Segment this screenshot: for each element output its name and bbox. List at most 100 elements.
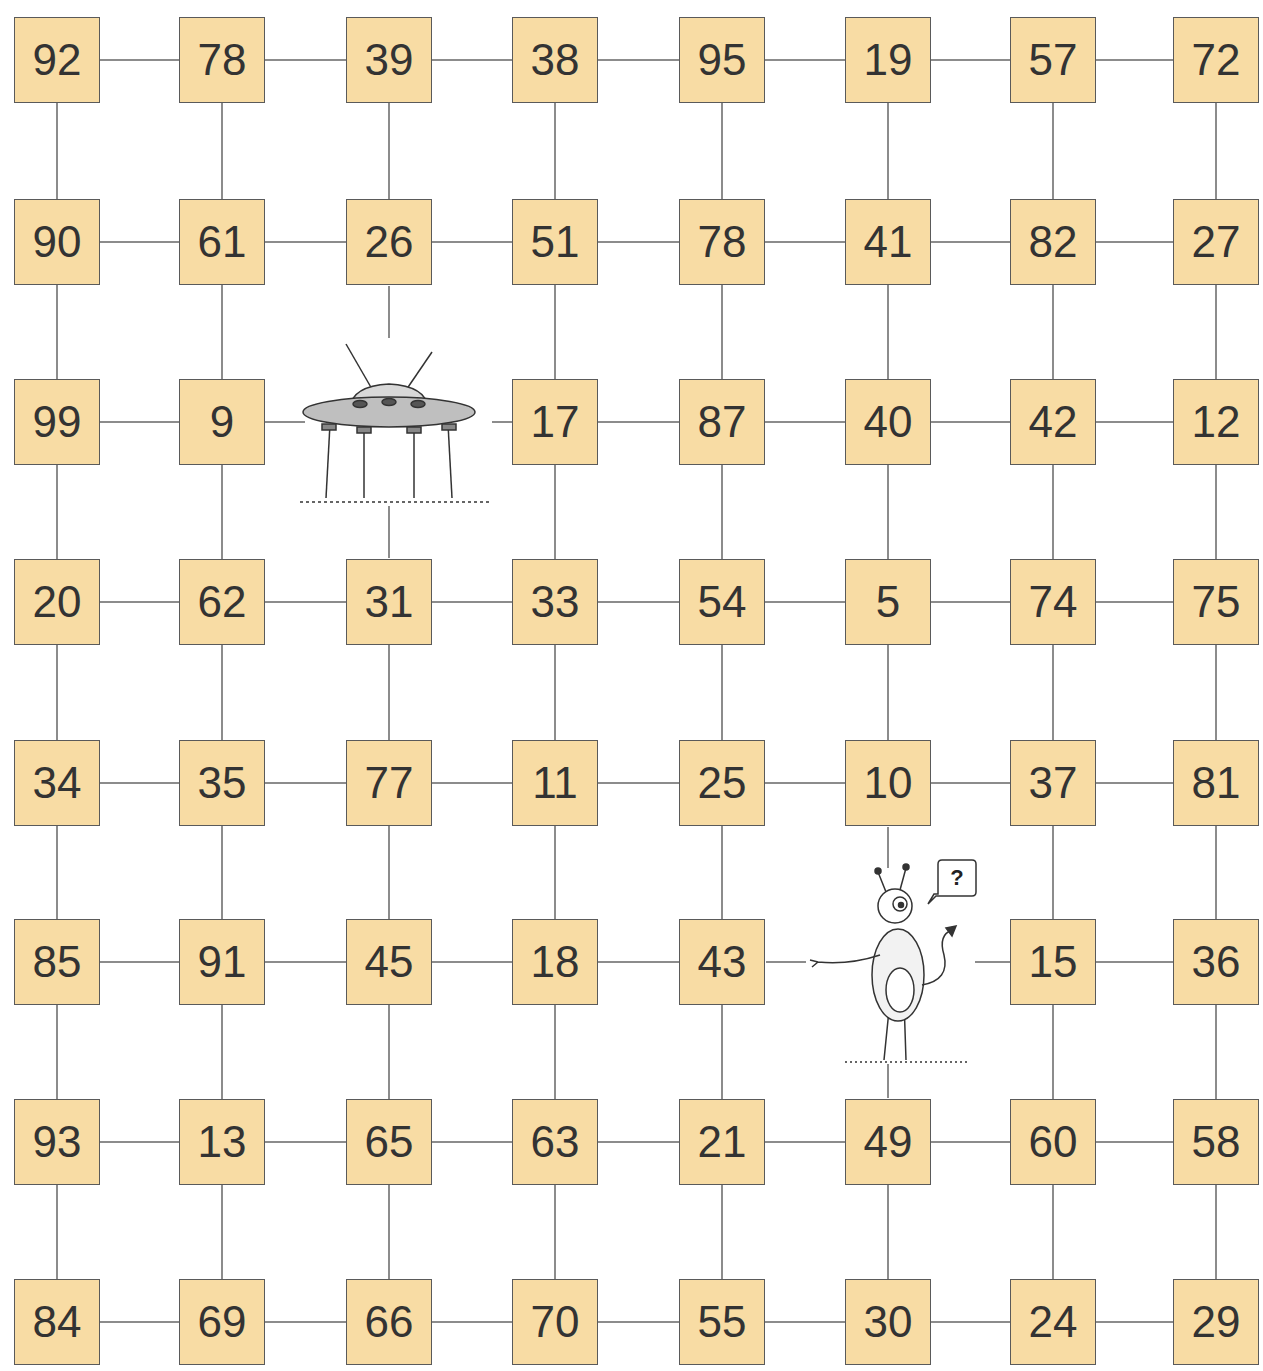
number-box: 87 xyxy=(679,379,765,465)
box-number: 19 xyxy=(864,36,913,84)
grid-line xyxy=(1096,59,1173,61)
number-box: 34 xyxy=(14,740,100,826)
grid-line xyxy=(100,241,179,243)
grid-line xyxy=(931,241,1010,243)
grid-line xyxy=(765,1141,845,1143)
grid-line xyxy=(56,826,58,919)
box-number: 74 xyxy=(1029,578,1078,626)
grid-line xyxy=(388,645,390,740)
box-number: 57 xyxy=(1029,36,1078,84)
box-number: 36 xyxy=(1192,938,1241,986)
grid-line xyxy=(1215,645,1217,740)
ufo-drawing xyxy=(300,344,492,502)
grid-line xyxy=(1052,465,1054,559)
grid-line xyxy=(721,285,723,379)
grid-line xyxy=(1215,1185,1217,1279)
number-box: 24 xyxy=(1010,1279,1096,1365)
grid-line xyxy=(388,1185,390,1279)
grid-line xyxy=(765,601,845,603)
number-box: 37 xyxy=(1010,740,1096,826)
grid-line xyxy=(1052,645,1054,740)
grid-line xyxy=(221,826,223,919)
box-number: 54 xyxy=(698,578,747,626)
number-box: 95 xyxy=(679,17,765,103)
grid-line xyxy=(887,645,889,740)
grid-line xyxy=(598,421,679,423)
grid-line xyxy=(1096,782,1173,784)
number-box: 78 xyxy=(679,199,765,285)
grid-line xyxy=(1096,961,1173,963)
grid-line xyxy=(221,103,223,199)
grid-line xyxy=(100,961,179,963)
grid-line xyxy=(554,1185,556,1279)
box-number: 24 xyxy=(1029,1298,1078,1346)
grid-line xyxy=(432,782,512,784)
number-box: 91 xyxy=(179,919,265,1005)
grid-line xyxy=(765,421,845,423)
box-number: 51 xyxy=(531,218,580,266)
grid-line xyxy=(1052,826,1054,919)
grid-line xyxy=(221,1005,223,1099)
grid-line xyxy=(1215,826,1217,919)
grid-line xyxy=(931,59,1010,61)
grid-line xyxy=(56,1185,58,1279)
box-number: 55 xyxy=(698,1298,747,1346)
box-number: 58 xyxy=(1192,1118,1241,1166)
grid-line xyxy=(931,421,1010,423)
grid-line xyxy=(887,103,889,199)
number-box: 19 xyxy=(845,17,931,103)
grid-line xyxy=(221,645,223,740)
box-number: 25 xyxy=(698,759,747,807)
grid-line xyxy=(765,59,845,61)
grid-line xyxy=(721,103,723,199)
number-box: 30 xyxy=(845,1279,931,1365)
number-box: 78 xyxy=(179,17,265,103)
grid-line xyxy=(765,241,845,243)
grid-line xyxy=(1215,465,1217,559)
grid-line xyxy=(765,782,845,784)
number-box: 45 xyxy=(346,919,432,1005)
box-number: 92 xyxy=(33,36,82,84)
grid-line xyxy=(388,826,390,919)
box-number: 35 xyxy=(198,759,247,807)
grid-line xyxy=(432,241,512,243)
box-number: 18 xyxy=(531,938,580,986)
number-box: 54 xyxy=(679,559,765,645)
number-box: 70 xyxy=(512,1279,598,1365)
grid-line xyxy=(265,601,346,603)
number-box: 5 xyxy=(845,559,931,645)
box-number: 12 xyxy=(1192,398,1241,446)
number-box: 20 xyxy=(14,559,100,645)
grid-line xyxy=(887,285,889,379)
box-number: 84 xyxy=(33,1298,82,1346)
box-number: 34 xyxy=(33,759,82,807)
grid-line xyxy=(265,961,346,963)
grid-line xyxy=(1052,1005,1054,1099)
grid-line xyxy=(931,1141,1010,1143)
box-number: 37 xyxy=(1029,759,1078,807)
box-number: 10 xyxy=(864,759,913,807)
box-number: 60 xyxy=(1029,1118,1078,1166)
box-number: 17 xyxy=(531,398,580,446)
number-box: 62 xyxy=(179,559,265,645)
number-box: 42 xyxy=(1010,379,1096,465)
number-box: 15 xyxy=(1010,919,1096,1005)
box-number: 29 xyxy=(1192,1298,1241,1346)
number-box: 27 xyxy=(1173,199,1259,285)
box-number: 33 xyxy=(531,578,580,626)
grid-line xyxy=(721,1185,723,1279)
grid-line xyxy=(931,601,1010,603)
box-number: 81 xyxy=(1192,759,1241,807)
grid-line xyxy=(1096,1321,1173,1323)
box-number: 38 xyxy=(531,36,580,84)
grid-line xyxy=(887,465,889,559)
grid-line xyxy=(432,601,512,603)
grid-line xyxy=(100,1321,179,1323)
number-box: 61 xyxy=(179,199,265,285)
grid-line xyxy=(1096,421,1173,423)
grid-line xyxy=(721,1005,723,1099)
number-box: 38 xyxy=(512,17,598,103)
number-box: 57 xyxy=(1010,17,1096,103)
grid-line xyxy=(887,1185,889,1279)
number-box: 11 xyxy=(512,740,598,826)
